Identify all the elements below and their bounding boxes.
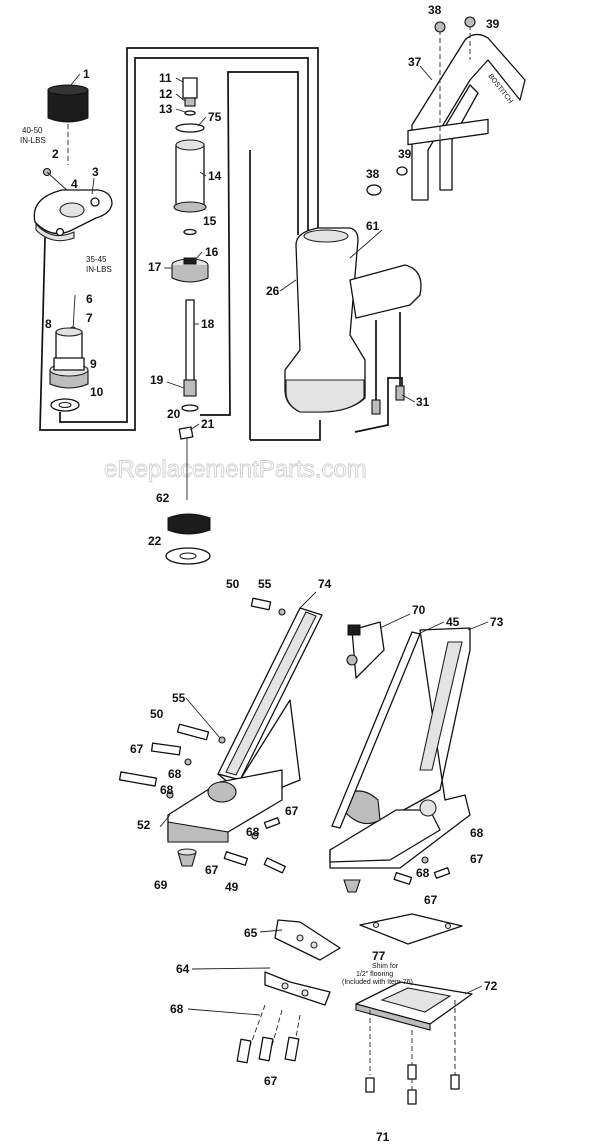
- part-73-right-body: [329, 627, 471, 869]
- center-column-parts: [171, 77, 209, 500]
- callout-3: 3: [92, 165, 99, 179]
- shim-note-line1: Shim for: [372, 963, 399, 970]
- callout-68-left: 68: [168, 767, 182, 781]
- callout-20: 20: [167, 407, 181, 421]
- callout-68-bottom: 68: [170, 1002, 184, 1016]
- callout-4: 4: [71, 177, 78, 191]
- callout-68-mid: 68: [160, 783, 174, 797]
- top-assembly: BOSTITCH: [33, 16, 526, 565]
- callout-67-right-lower: 67: [424, 893, 438, 907]
- callout-64: 64: [176, 962, 190, 976]
- callout-67-center: 67: [285, 804, 299, 818]
- callout-73: 73: [490, 615, 504, 629]
- callout-14: 14: [208, 169, 222, 183]
- callout-37: 37: [408, 55, 422, 69]
- callout-10: 10: [90, 385, 104, 399]
- callout-2: 2: [52, 147, 59, 161]
- torque-note-lower-line2: IN-LBS: [86, 265, 112, 274]
- callout-12: 12: [159, 87, 173, 101]
- callout-7: 7: [86, 311, 93, 325]
- callout-74: 74: [318, 577, 332, 591]
- shim-note-line2: 1/2" flooring: [356, 971, 393, 978]
- part-10-washer: [50, 398, 80, 412]
- callout-50-mid: 50: [150, 707, 164, 721]
- part-1-rubber-cap: [47, 84, 89, 165]
- callout-61: 61: [366, 219, 380, 233]
- callout-45: 45: [446, 615, 460, 629]
- callout-15: 15: [203, 214, 217, 228]
- part-26-housing: [284, 227, 422, 413]
- callout-49: 49: [225, 880, 239, 894]
- callout-67-right: 67: [470, 852, 484, 866]
- callout-62: 62: [156, 491, 170, 505]
- part-64-65-brackets: [236, 919, 341, 1064]
- callout-numbers: 1 2 3 4 6 7 8 9 10 11 12 13 75 14 15 16 …: [45, 3, 504, 1144]
- callout-50-top: 50: [226, 577, 240, 591]
- callout-67-left: 67: [130, 742, 144, 756]
- callout-75: 75: [208, 110, 222, 124]
- callout-13: 13: [159, 102, 173, 116]
- callout-39-top: 39: [486, 17, 500, 31]
- part-45-strip: [331, 631, 421, 829]
- callout-18: 18: [201, 317, 215, 331]
- callout-31: 31: [416, 395, 430, 409]
- callout-70: 70: [412, 603, 426, 617]
- callout-6: 6: [86, 292, 93, 306]
- part-62-22-bumper: [165, 513, 211, 565]
- part-74-left-body: [167, 607, 323, 843]
- callout-69: 69: [154, 878, 168, 892]
- callout-67-lower: 67: [205, 863, 219, 877]
- callout-38-lower: 38: [366, 167, 380, 181]
- part-70-latch: [346, 621, 385, 679]
- callout-9: 9: [90, 357, 97, 371]
- callout-19: 19: [150, 373, 164, 387]
- part-72-base-plate: [355, 981, 473, 1105]
- small-fasteners: [118, 597, 451, 893]
- part-6-7-screw: [69, 294, 77, 334]
- leader-lines: [69, 65, 489, 1016]
- callout-55-mid: 55: [172, 691, 186, 705]
- torque-note-upper-line1: 40-50: [22, 126, 43, 135]
- part-31-rod: [354, 312, 405, 433]
- torque-note-upper-line2: IN-LBS: [20, 136, 46, 145]
- callout-17: 17: [148, 260, 162, 274]
- callout-16: 16: [205, 245, 219, 259]
- torque-notes: 40-50 IN-LBS 35-45 IN-LBS: [20, 126, 112, 274]
- callout-21: 21: [201, 417, 215, 431]
- callout-39-lower: 39: [398, 147, 412, 161]
- callout-55-top: 55: [258, 577, 272, 591]
- callout-11: 11: [159, 71, 172, 85]
- callout-68-right-lower: 68: [416, 866, 430, 880]
- part-3-cap-plate: [33, 189, 113, 242]
- callout-72: 72: [484, 979, 498, 993]
- shim-note: Shim for 1/2" flooring (Included with It…: [342, 963, 413, 986]
- callout-1: 1: [83, 67, 90, 81]
- callout-71: 71: [376, 1130, 390, 1144]
- bottom-assembly: [118, 597, 473, 1105]
- callout-68-center: 68: [246, 825, 260, 839]
- callout-52: 52: [137, 818, 151, 832]
- shim-note-line3: (Included with Item 76): [342, 979, 413, 986]
- watermark: eReplacementParts.com: [104, 456, 367, 483]
- callout-68-right: 68: [470, 826, 484, 840]
- part-77-shim: [359, 913, 463, 945]
- part-37-handle: BOSTITCH: [366, 16, 526, 201]
- callout-67-bottom: 67: [264, 1074, 278, 1088]
- callout-38-top: 38: [428, 3, 442, 17]
- part-8-9-cylinder: [49, 327, 89, 389]
- callout-65: 65: [244, 926, 258, 940]
- torque-note-lower-line1: 35-45: [86, 255, 107, 264]
- part-2-screw: [42, 167, 71, 194]
- callout-26: 26: [266, 284, 280, 298]
- callout-22: 22: [148, 534, 162, 548]
- callout-77: 77: [372, 949, 386, 963]
- callout-8: 8: [45, 317, 52, 331]
